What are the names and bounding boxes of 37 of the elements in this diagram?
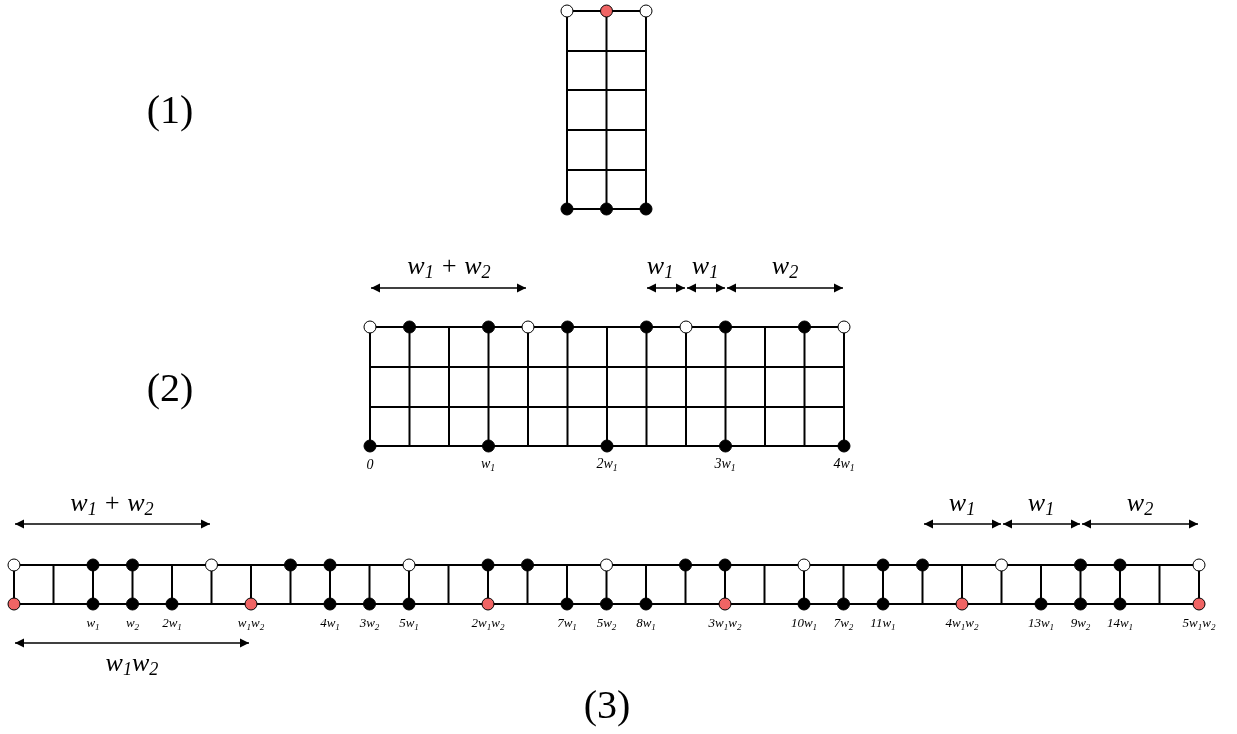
dimension-label: w$_{1}$	[646, 252, 674, 282]
node-value-label: 14w$_{1}$	[1106, 616, 1134, 632]
panel-number: (2)	[146, 368, 194, 408]
node-value-label: 4w$_{1}$	[320, 616, 340, 632]
dimension-label: w$_{1}$	[691, 252, 719, 282]
node-value-label: 0	[366, 458, 374, 472]
node-value-label: w$_{2}$	[125, 616, 140, 632]
node-value-label: 8w$_{1}$	[636, 616, 656, 632]
node-value-label: w$_{1}$	[480, 457, 496, 473]
panel-number: (3)	[583, 685, 631, 725]
node-value-label: 3w$_{2}$	[359, 616, 380, 632]
node-value-label: 2w$_{1}$w$_{2}$	[471, 616, 505, 632]
node-value-label: 2w$_{1}$	[596, 457, 618, 473]
node-value-label: 13w$_{1}$	[1027, 616, 1055, 632]
node-value-label: 7w$_{1}$	[557, 616, 577, 632]
node-value-label: 3w$_{1}$	[714, 457, 736, 473]
dimension-label: w$_{1}$w$_{2}$	[105, 649, 159, 679]
node-value-label: 5w$_{2}$	[596, 616, 617, 632]
dimension-label: w$_{1}$	[1027, 489, 1055, 519]
node-value-label: w$_{1}$w$_{2}$	[237, 616, 265, 632]
node-value-label: 4w$_{1}$w$_{2}$	[945, 616, 979, 632]
dimension-label: w$_{2}$	[771, 252, 799, 282]
node-value-label: 11w$_{1}$	[870, 616, 896, 632]
node-value-label: 10w$_{1}$	[790, 616, 818, 632]
node-value-label: 5w$_{1}$w$_{2}$	[1182, 616, 1216, 632]
node-value-label: w$_{1}$	[86, 616, 100, 632]
node-value-label: 5w$_{1}$	[399, 616, 419, 632]
dimension-label: w$_{1}$ + w$_{2}$	[407, 252, 491, 282]
dimension-label: w$_{1}$	[948, 489, 976, 519]
dimension-label: w$_{1}$ + w$_{2}$	[70, 489, 154, 519]
node-value-label: 3w$_{1}$w$_{2}$	[708, 616, 742, 632]
panel-number: (1)	[146, 90, 194, 130]
dimension-label: w$_{2}$	[1126, 489, 1154, 519]
node-value-label: 9w$_{2}$	[1070, 616, 1091, 632]
node-value-label: 4w$_{1}$	[833, 457, 855, 473]
node-value-label: 2w$_{1}$	[162, 616, 182, 632]
node-value-label: 7w$_{2}$	[833, 616, 854, 632]
